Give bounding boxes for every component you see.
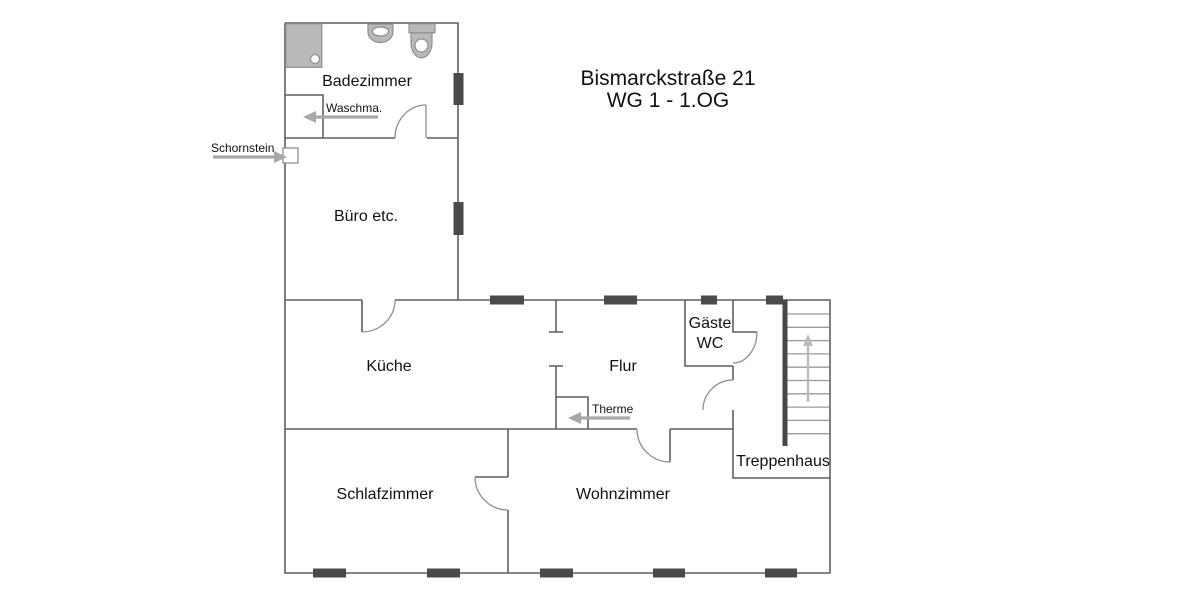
window	[453, 202, 464, 235]
sink-basin-icon	[371, 26, 390, 37]
window	[313, 568, 346, 578]
plan-title-line2: WG 1 - 1.OG	[607, 89, 730, 112]
window	[766, 295, 783, 305]
annotation-arrows	[213, 111, 630, 424]
up-arrow-head	[803, 334, 813, 346]
annotation-label-waschmaschine: Waschma.	[326, 101, 382, 115]
room-label-kueche: Küche	[366, 358, 411, 375]
schlafzimmer-door-arc	[474, 476, 509, 511]
room-label-flur: Flur	[609, 358, 637, 375]
annotation-label-therme: Therme	[592, 402, 634, 416]
stairs-icon	[782, 300, 829, 446]
window	[765, 568, 797, 578]
therme-arrow-head	[568, 412, 581, 424]
treppenhaus-door-arc	[702, 379, 734, 411]
room-label-buero: Büro etc.	[334, 208, 398, 225]
schornstein-box	[282, 147, 299, 164]
middle-wall	[285, 428, 733, 462]
doors	[361, 104, 758, 511]
waschmaschine-arrow-head	[303, 111, 316, 123]
window	[427, 568, 460, 578]
annotation-label-schornstein: Schornstein	[211, 141, 274, 155]
window	[604, 295, 637, 305]
bathroom-fixtures	[285, 23, 436, 68]
toilet-tank-icon	[408, 23, 436, 34]
gaeste-wc-walls	[684, 300, 757, 367]
kueche-flur-partition	[549, 300, 589, 429]
schornstein-arrow-head	[274, 151, 287, 163]
gaeste-wc-door-arc	[732, 331, 758, 364]
wohnzimmer-door-arc	[636, 428, 671, 463]
badezimmer-walls	[285, 94, 458, 139]
labels: Bismarckstraße 21 WG 1 - 1.OG Badezimmer…	[211, 67, 830, 503]
window	[453, 73, 464, 105]
schlaf-wohn-partition	[475, 429, 509, 573]
room-label-badezimmer: Badezimmer	[322, 73, 412, 90]
window	[701, 295, 717, 305]
shower-drain-icon	[309, 53, 321, 65]
window	[490, 295, 524, 305]
room-label-gaeste-wc-1: Gäste	[689, 315, 732, 332]
toilet-bowl-icon	[414, 38, 429, 53]
room-label-gaeste-wc-2: WC	[697, 335, 724, 352]
buero-walls	[285, 299, 363, 332]
room-label-schlafzimmer: Schlafzimmer	[337, 486, 435, 503]
plan-title-line1: Bismarckstraße 21	[580, 67, 755, 90]
flur-treppenhaus-walls	[732, 366, 830, 479]
windows	[313, 73, 797, 578]
window	[540, 568, 573, 578]
window	[653, 568, 685, 578]
room-label-wohnzimmer: Wohnzimmer	[576, 486, 671, 503]
buero-door-arc	[361, 299, 396, 333]
room-label-treppenhaus: Treppenhaus	[736, 453, 830, 470]
badezimmer-door-arc	[394, 104, 427, 139]
